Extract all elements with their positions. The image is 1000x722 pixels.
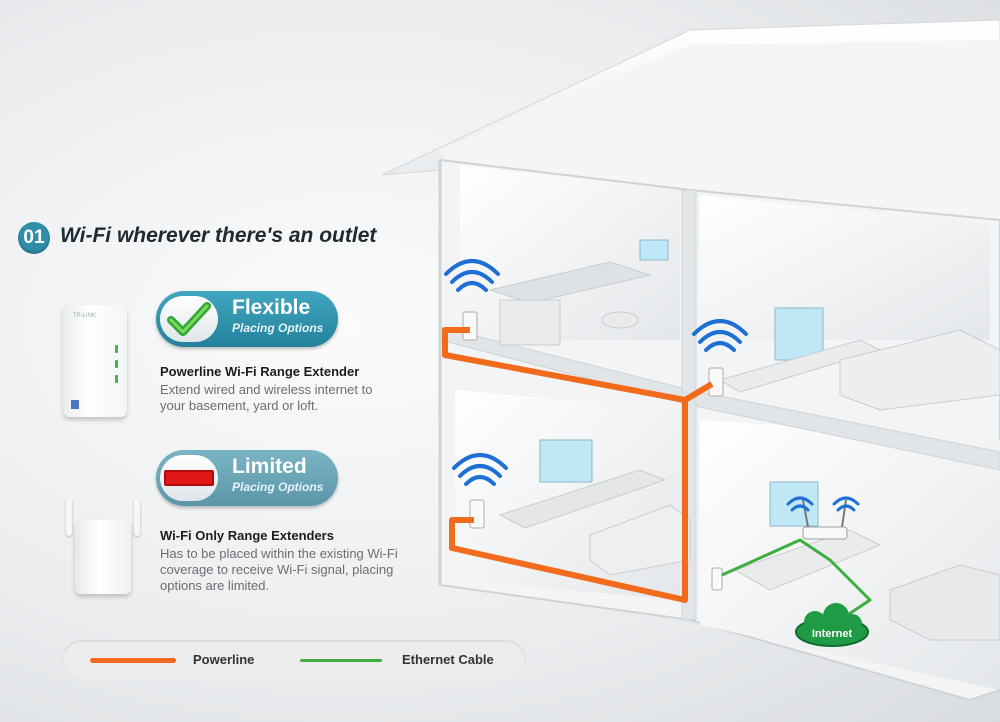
powerline-extender-image: TP-LINK: [63, 305, 127, 417]
powerline-legend-label: Powerline: [193, 652, 255, 667]
internet-label: Internet: [812, 628, 853, 640]
powerline-adapter: [462, 311, 478, 341]
desk: [488, 261, 652, 304]
option-title: Wi-Fi Only Range Extenders: [160, 528, 334, 543]
badge-title: Limited: [232, 455, 307, 478]
option-title: Powerline Wi-Fi Range Extender: [160, 364, 360, 379]
badge-subtitle: Placing Options: [232, 321, 324, 335]
device-brand-label: TP-LINK: [73, 313, 97, 319]
section-title: Wi-Fi wherever there's an outlet: [60, 224, 377, 247]
option-description: Has to be placed within the existing Wi-…: [160, 546, 398, 593]
led-indicator: [115, 375, 118, 383]
wifi-icon: [786, 496, 860, 512]
step-number-badge: 01: [18, 222, 50, 254]
ethernet-legend-label: Ethernet Cable: [402, 652, 494, 667]
powerline-adapter: [708, 367, 724, 397]
ethernet-legend-swatch: [300, 659, 382, 662]
device-badge: [71, 400, 79, 409]
bed: [839, 329, 1000, 411]
red-bar-icon: [160, 455, 218, 501]
powerline-legend-swatch: [90, 658, 176, 663]
powerline-cable: [683, 381, 714, 403]
sofa: [889, 564, 1000, 641]
tv: [774, 307, 824, 361]
badge-title: Flexible: [232, 296, 311, 319]
led-indicator: [115, 345, 118, 353]
antenna: [66, 498, 72, 536]
router: [802, 526, 848, 540]
powerline-cable: [442, 327, 688, 603]
legend: Powerline Ethernet Cable: [62, 640, 526, 680]
internet-cloud-icon: [795, 603, 869, 647]
monitor: [639, 239, 669, 261]
powerline-adapter: [469, 499, 485, 529]
wifi-icon: [692, 319, 748, 352]
tv-console: [498, 469, 667, 529]
ethernet-cable: [721, 538, 872, 622]
wifi-icon: [452, 453, 508, 486]
desk-drawers: [499, 299, 561, 346]
flexible-badge: Flexible Placing Options: [156, 291, 338, 347]
wifi-icon: [444, 259, 500, 292]
option-description: Extend wired and wireless internet to yo…: [160, 382, 373, 413]
sofa: [589, 504, 691, 576]
antenna: [134, 498, 140, 536]
badge-subtitle: Placing Options: [232, 480, 324, 494]
led-indicator: [115, 360, 118, 368]
sideboard: [733, 529, 882, 591]
tv: [539, 439, 593, 483]
router-antenna: [802, 499, 809, 528]
wifi-extender-image: [75, 520, 131, 594]
powerline-adapter: [711, 567, 723, 591]
checkmark-icon: [160, 296, 218, 342]
limited-badge: Limited Placing Options: [156, 450, 338, 506]
room-wall: [700, 195, 990, 340]
chair: [601, 311, 639, 329]
roof-underside: [440, 40, 1000, 220]
